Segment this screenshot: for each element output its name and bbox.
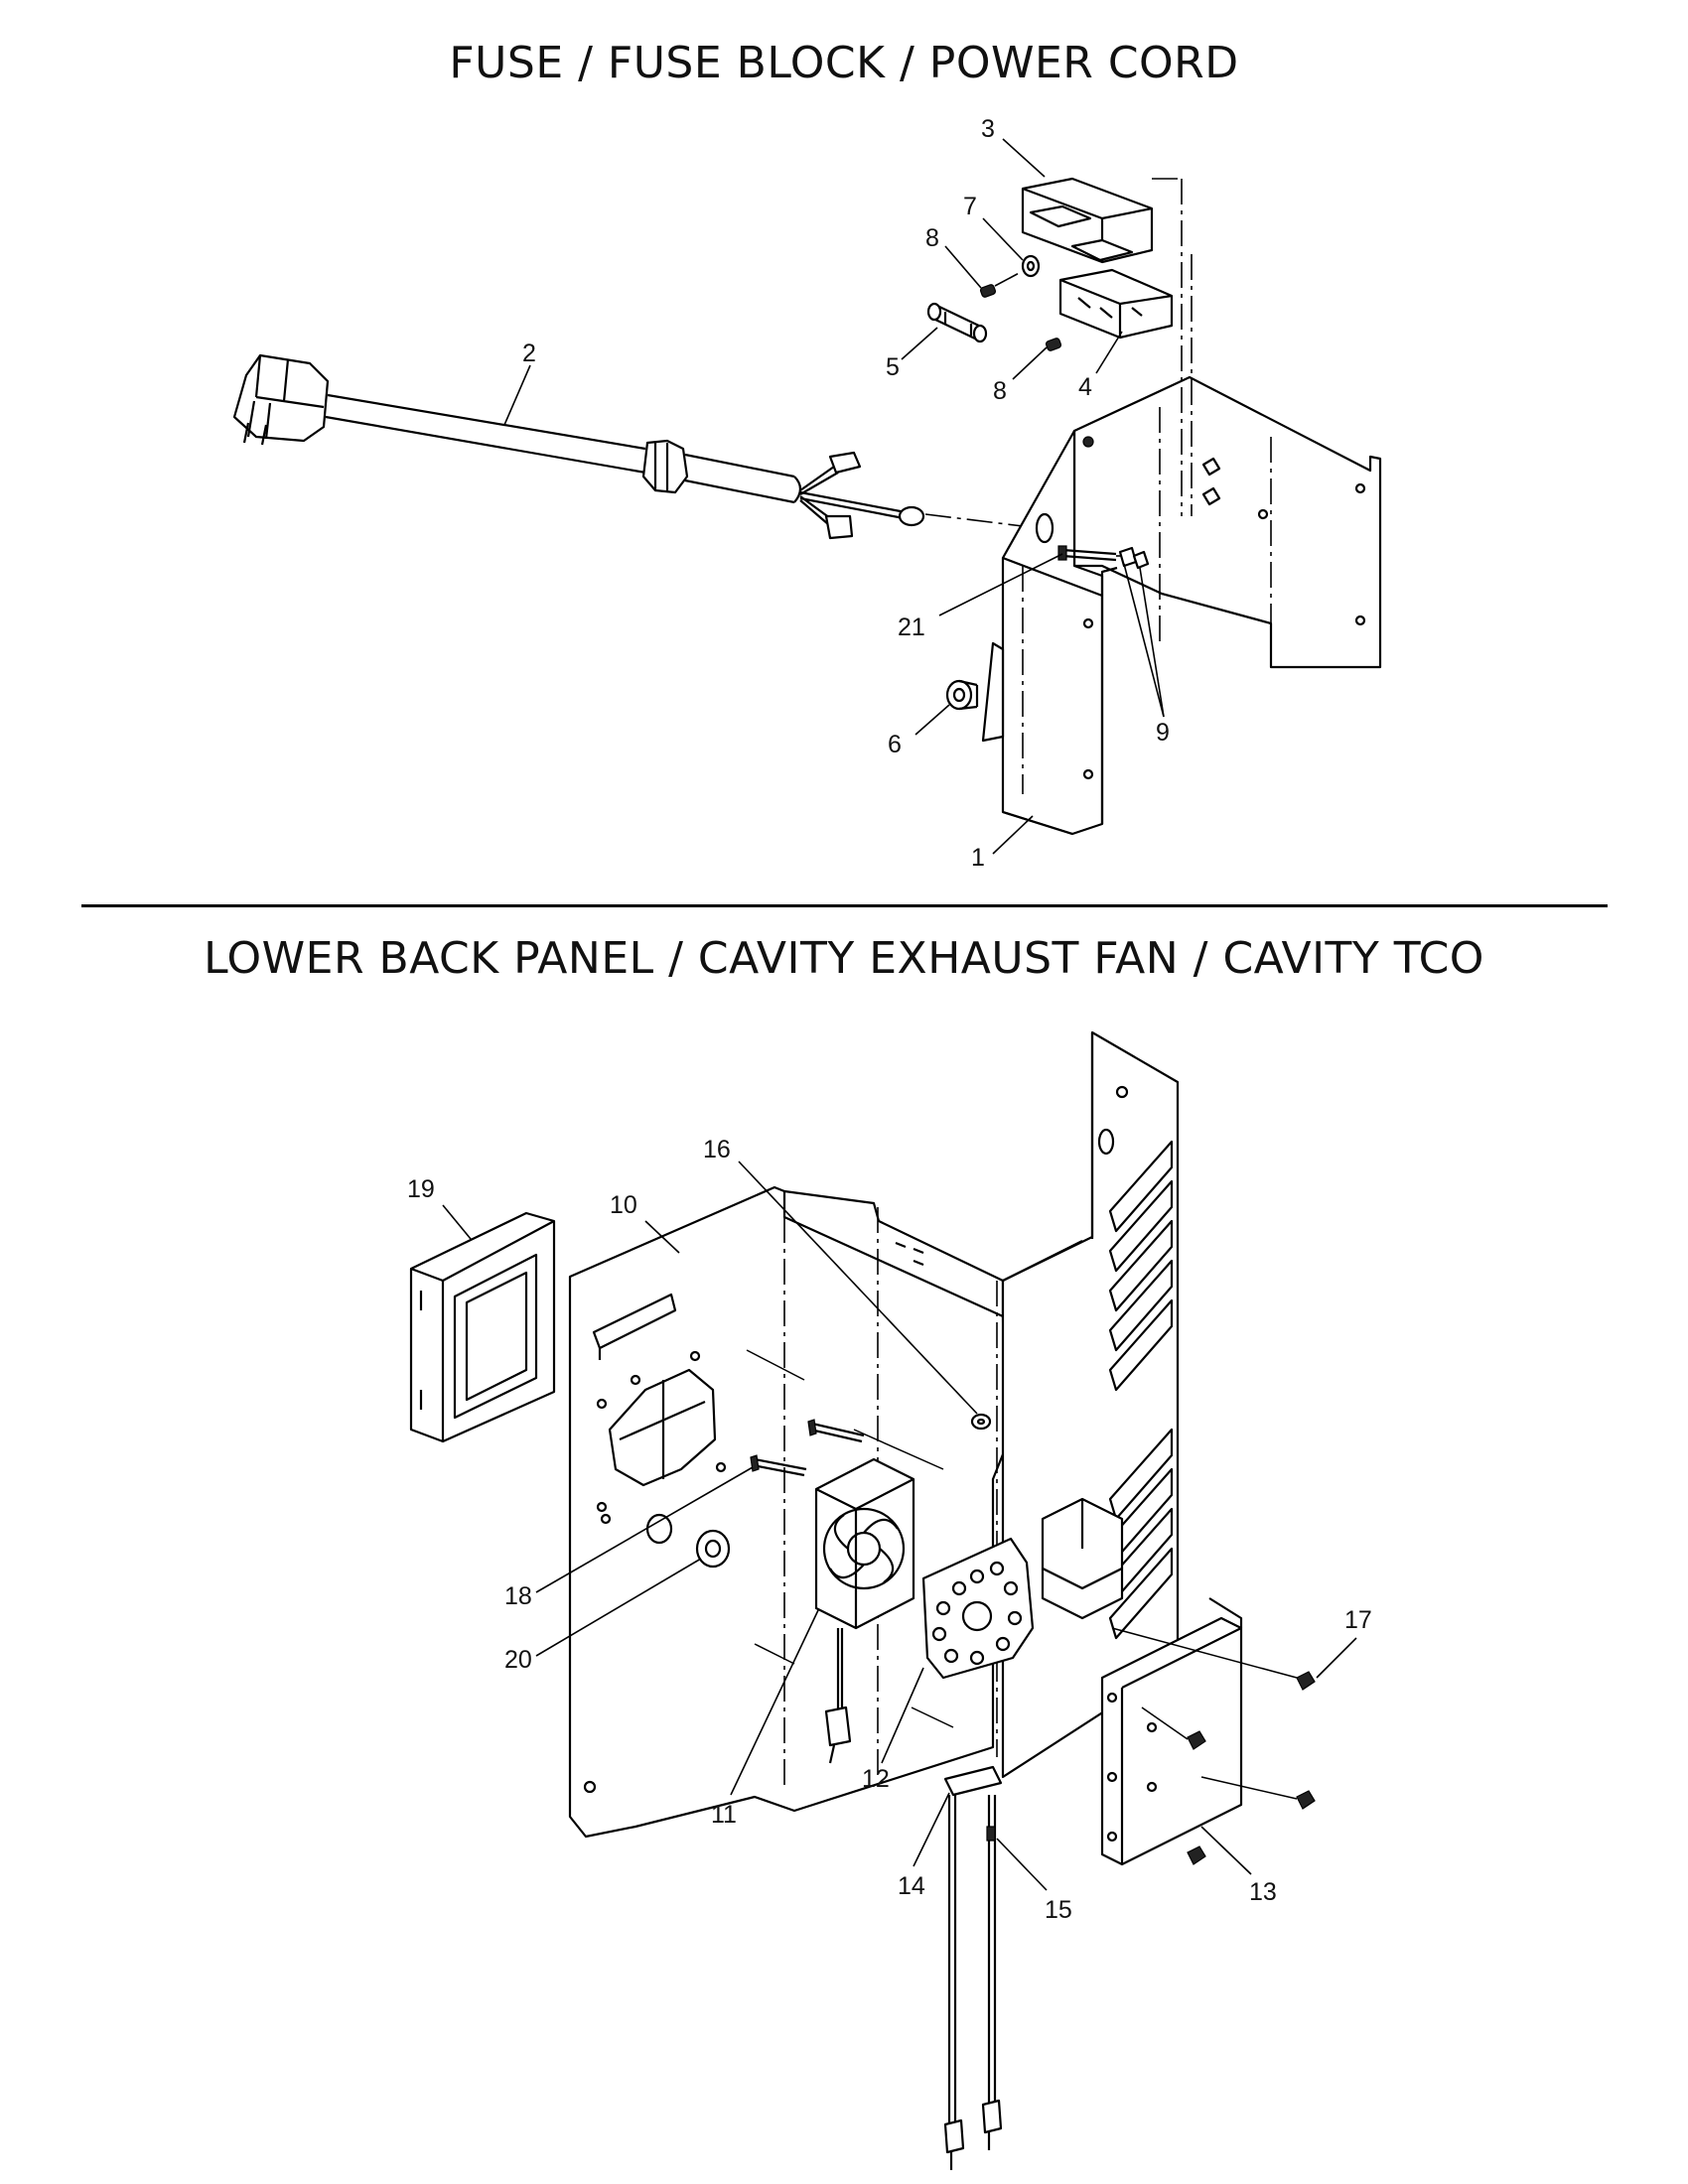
callout-15: 15	[1045, 1896, 1072, 1924]
fuse-block	[1021, 177, 1221, 516]
callout-20: 20	[504, 1646, 532, 1674]
top-leader-lines	[503, 138, 1165, 855]
callout-1: 1	[971, 844, 985, 872]
hardware-21-9-6	[945, 545, 1150, 711]
fuse-and-screws	[926, 254, 1062, 351]
callout-5: 5	[886, 353, 900, 381]
cavity-tco	[943, 1765, 1003, 2170]
callout-2: 2	[522, 340, 536, 367]
callout-8-upper: 8	[925, 224, 939, 252]
fan-gasket	[409, 1211, 556, 1443]
bottom-leader-lines	[442, 1160, 1357, 1891]
section-divider	[81, 904, 1608, 907]
rear-cover	[1100, 1597, 1243, 1866]
diagram-title-lower-back-panel: LOWER BACK PANEL / CAVITY EXHAUST FAN / …	[204, 933, 1484, 984]
callout-9: 9	[1156, 719, 1170, 747]
callout-18: 18	[504, 1582, 532, 1610]
callout-16: 16	[703, 1136, 731, 1163]
callout-11: 11	[711, 1801, 737, 1829]
callout-3: 3	[981, 115, 995, 143]
diagram-title-fuse-block: FUSE / FUSE BLOCK / POWER CORD	[449, 38, 1239, 88]
lower-back-panel	[568, 1185, 1007, 1839]
callout-10: 10	[610, 1191, 637, 1219]
cover-screws	[1111, 1627, 1316, 1865]
power-cord	[232, 353, 1024, 540]
callout-14: 14	[898, 1872, 925, 1900]
tco-bracket	[921, 1537, 1035, 1680]
fan-hardware	[695, 1413, 992, 1569]
callout-8-lower: 8	[993, 377, 1007, 405]
top-callout-labels: 3 7 8 2 5 8 4 21 9 6 1	[522, 115, 1170, 872]
callout-12: 12	[862, 1765, 890, 1793]
callout-6: 6	[888, 731, 902, 758]
mounting-bracket	[981, 375, 1382, 836]
callout-13: 13	[1249, 1878, 1277, 1906]
callout-17: 17	[1344, 1606, 1372, 1634]
callout-7: 7	[963, 193, 977, 220]
bottom-assembly: 16 19 10 18 20 11 12 17 14 15 13	[407, 1030, 1372, 2170]
callout-19: 19	[407, 1175, 435, 1203]
callout-4: 4	[1078, 373, 1092, 401]
duct-cover	[1041, 1497, 1124, 1620]
callout-21: 21	[898, 614, 925, 641]
bottom-callout-labels: 16 19 10 18 20 11 12 17 14 15 13	[407, 1136, 1372, 1924]
exhaust-fan	[814, 1457, 915, 1764]
top-assembly: 3 7 8 2 5 8 4 21 9 6 1	[232, 115, 1382, 872]
